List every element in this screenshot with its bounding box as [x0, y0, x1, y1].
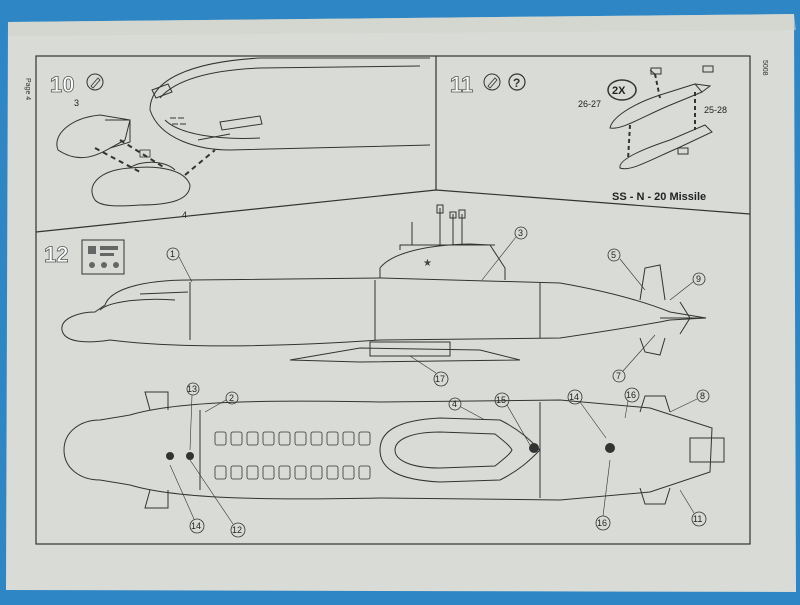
sail-drawing — [149, 57, 431, 151]
svg-text:16: 16 — [626, 390, 636, 400]
svg-text:13: 13 — [187, 384, 197, 394]
callout-9: 9 — [669, 272, 706, 301]
missile-tube-hatch — [326, 465, 339, 480]
missile-tube-hatch — [294, 465, 307, 480]
missile-tube-hatch — [262, 431, 275, 446]
missile-tube-hatch — [294, 431, 307, 446]
callout-1: 1 — [166, 247, 193, 283]
missile-tube-hatch — [278, 431, 291, 446]
part-3-drawing — [56, 114, 131, 159]
assembly-guide-lines — [94, 139, 216, 176]
missile-tube-hatch — [358, 431, 371, 446]
missile-tube-hatch — [214, 465, 227, 480]
step-12-panel: 12 — [44, 204, 725, 538]
missile-tube-hatch — [214, 431, 227, 446]
svg-text:2: 2 — [229, 393, 234, 403]
callout-15: 15 — [494, 392, 531, 446]
callout-8: 8 — [669, 389, 710, 413]
callout-14-left: 14 — [169, 464, 205, 534]
callout-3: 3 — [481, 226, 528, 281]
callout-16-top: 16 — [624, 387, 640, 419]
svg-text:14: 14 — [569, 392, 579, 402]
multiplier-text: 2X — [612, 85, 626, 97]
callout-12: 12 — [189, 459, 246, 538]
step-10-number: 10 — [50, 72, 74, 97]
step-11-number: 11 — [450, 72, 473, 97]
side-page-label: Page 4 — [24, 78, 31, 100]
callout-5: 5 — [607, 248, 646, 291]
multiplier-badge: 2X — [607, 79, 637, 101]
paper-sheet — [6, 14, 796, 592]
part-tag — [139, 149, 151, 158]
svg-text:16: 16 — [597, 518, 607, 528]
svg-text:7: 7 — [616, 371, 621, 381]
svg-text:8: 8 — [700, 391, 705, 401]
svg-text:11: 11 — [693, 514, 702, 524]
missile-tube-hatch — [230, 431, 243, 446]
callout-16-bottom: 16 — [595, 459, 611, 531]
missile-caption: SS - N - 20 Missile — [612, 191, 706, 203]
missile-tubes-top-row — [214, 431, 371, 446]
missile-tube-hatch — [326, 431, 339, 446]
part-4-label: 4 — [182, 210, 187, 220]
svg-text:17: 17 — [435, 374, 445, 384]
svg-text:4: 4 — [452, 399, 457, 409]
missile-tube-hatch — [246, 431, 259, 446]
missile-tubes-bottom-row — [214, 465, 371, 480]
callout-17: 17 — [409, 355, 449, 387]
missile-tube-hatch — [310, 431, 323, 446]
missile-tube-hatch — [262, 465, 275, 480]
step-12-number: 12 — [44, 242, 68, 267]
missile-tube-hatch — [342, 465, 355, 480]
side-code-label: 5008 — [761, 60, 768, 76]
svg-text:1: 1 — [170, 249, 175, 259]
missile-tube-hatch — [230, 465, 243, 480]
part-26-27-label: 26-27 — [578, 99, 601, 109]
missile-tube-hatch — [342, 431, 355, 446]
missile-tube-hatch — [310, 465, 323, 480]
star-marking: ★ — [423, 258, 432, 269]
emblem-markings — [166, 443, 615, 460]
panel-frame — [35, 55, 751, 545]
submarine-side-view — [61, 204, 707, 363]
glue-icon — [483, 73, 501, 91]
svg-text:?: ? — [513, 76, 520, 90]
callout-13: 13 — [186, 382, 200, 451]
glue-icon — [86, 73, 104, 91]
decal-sheet-icon — [81, 239, 125, 275]
missile-guide-lines — [627, 73, 696, 161]
callout-2: 2 — [204, 391, 239, 413]
submarine-top-view — [63, 391, 725, 509]
svg-text:3: 3 — [518, 228, 523, 238]
missile-tube-hatch — [278, 465, 291, 480]
callout-7: 7 — [612, 334, 656, 383]
callout-11: 11 — [679, 489, 707, 527]
svg-text:9: 9 — [696, 274, 701, 284]
step-11-panel: 11 ? 2X 26-27 25-28 SS — [450, 65, 727, 203]
missile-tube-hatch — [246, 465, 259, 480]
part-25-28-label: 25-28 — [704, 105, 727, 115]
callout-4: 4 — [448, 397, 486, 421]
missile-tube-hatch — [358, 465, 371, 480]
svg-text:14: 14 — [191, 521, 201, 531]
svg-text:5: 5 — [611, 250, 616, 260]
svg-text:15: 15 — [496, 395, 506, 405]
part-4-drawing — [91, 161, 191, 207]
callout-14-right: 14 — [567, 389, 607, 439]
svg-text:12: 12 — [232, 525, 242, 535]
step-10-panel: 10 3 4 — [50, 57, 431, 220]
question-icon: ? — [508, 73, 526, 91]
part-3-label: 3 — [74, 98, 79, 108]
